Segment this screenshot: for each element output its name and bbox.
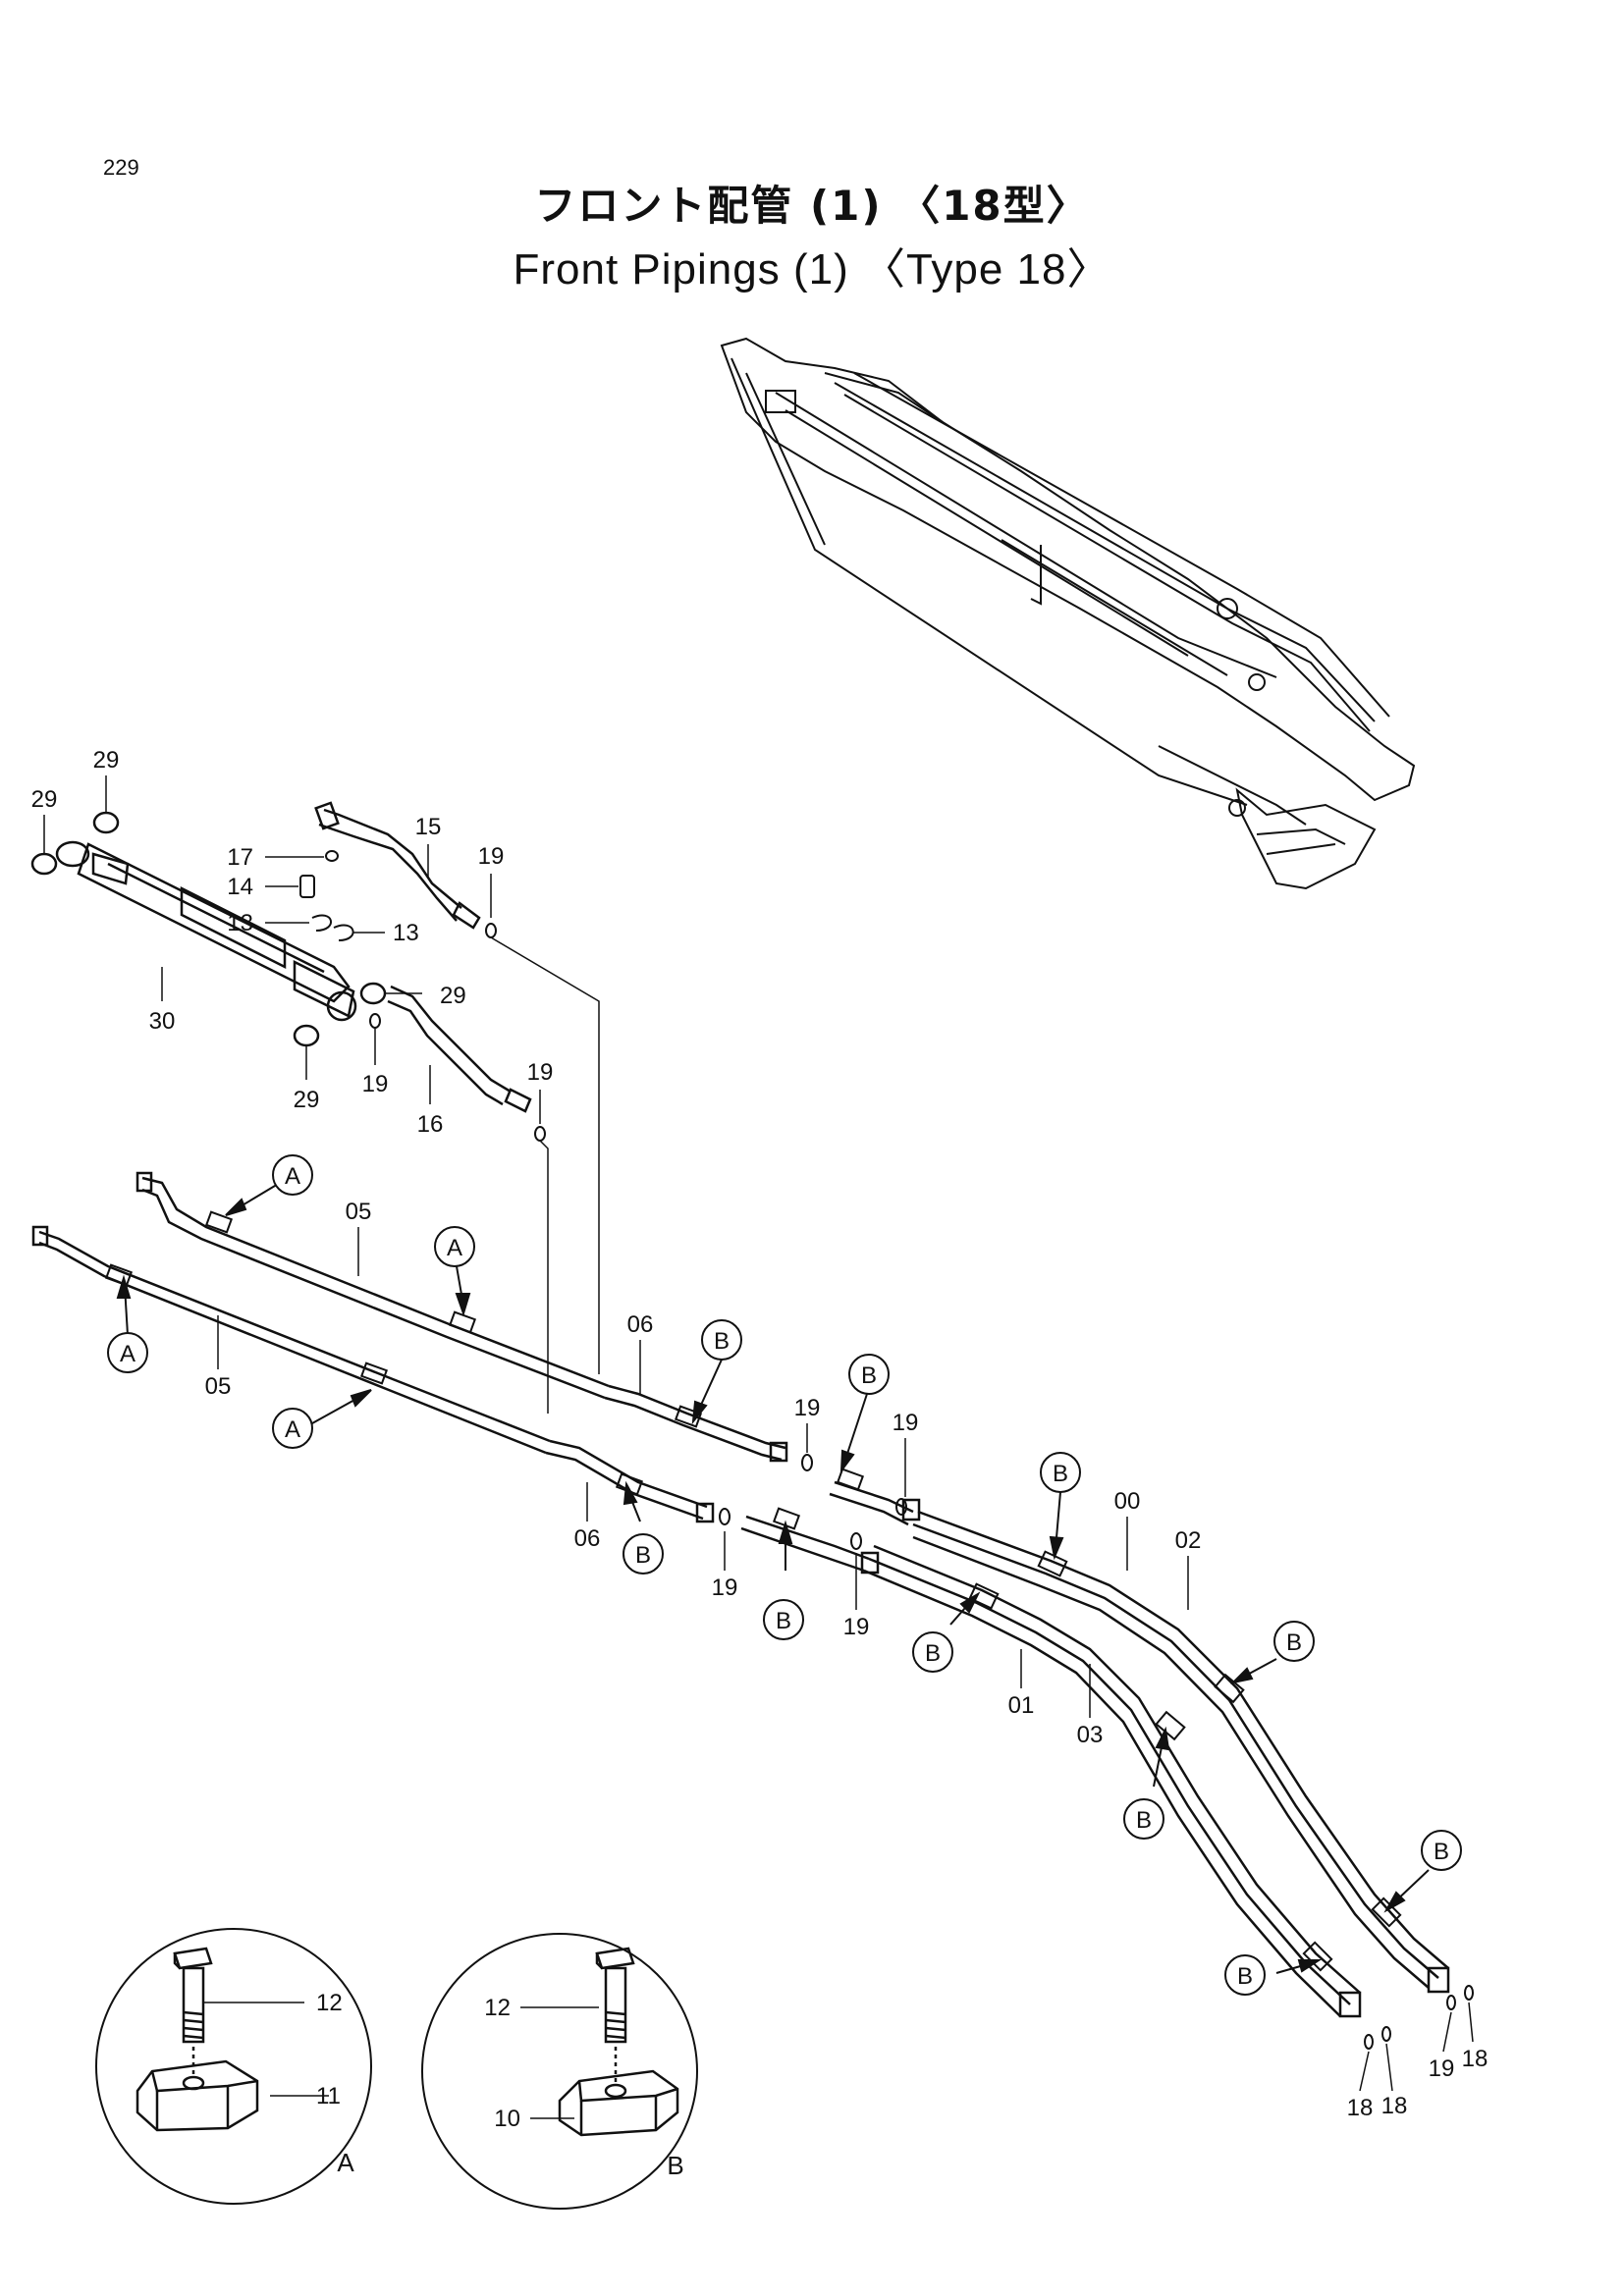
- marker-b-label: B: [776, 1608, 791, 1634]
- marker-b-label: B: [714, 1328, 730, 1355]
- callout-29: 29: [93, 747, 120, 774]
- marker-a-label: A: [285, 1163, 300, 1190]
- leader-lines: [43, 775, 1474, 2119]
- pipe-line-05-upper: [135, 1171, 610, 1400]
- marker-b: B: [1421, 1830, 1462, 1871]
- callout-14: 14: [227, 874, 253, 900]
- main-pipes-00-02: [829, 1480, 1450, 1994]
- marker-b-label: B: [1136, 1807, 1152, 1834]
- detail-a-label: A: [337, 2148, 354, 2177]
- marker-a-label: A: [285, 1416, 300, 1443]
- arm-cylinder-30: [55, 840, 357, 1022]
- callout-05: 05: [205, 1373, 232, 1400]
- end-orings-18: [1364, 1985, 1474, 2050]
- orings-19-upper: [485, 923, 546, 1142]
- callout-03: 03: [1077, 1722, 1104, 1748]
- marker-b: B: [623, 1533, 664, 1575]
- callout-12: 12: [316, 1990, 343, 2016]
- pipe-line-05-lower: [31, 1225, 551, 1455]
- marker-b-label: B: [1434, 1839, 1449, 1865]
- marker-b: B: [912, 1631, 953, 1673]
- marker-b-label: B: [1237, 1963, 1253, 1990]
- callout-18: 18: [1347, 2095, 1374, 2121]
- marker-b: B: [1040, 1452, 1081, 1493]
- clamp-plate-10: [558, 2047, 679, 2137]
- callout-17: 17: [227, 844, 253, 871]
- callout-29: 29: [440, 983, 466, 1009]
- hoses-15-16: [314, 801, 532, 1113]
- marker-a: A: [107, 1332, 148, 1373]
- callout-19: 19: [843, 1614, 870, 1640]
- callout-19: 19: [794, 1395, 821, 1421]
- callout-16: 16: [417, 1111, 444, 1138]
- callout-15: 15: [415, 814, 442, 840]
- marker-b: B: [1123, 1798, 1164, 1840]
- marker-arrows: [116, 1182, 1430, 1974]
- callout-00: 00: [1114, 1488, 1141, 1515]
- marker-b-label: B: [635, 1542, 651, 1569]
- boom-overview-illustration: [720, 337, 1416, 890]
- callout-02: 02: [1175, 1527, 1202, 1554]
- callout-29: 29: [31, 786, 58, 813]
- detail-view-b: B: [421, 1933, 698, 2210]
- callout-18: 18: [1462, 2046, 1489, 2072]
- marker-b-label: B: [1053, 1461, 1068, 1487]
- main-pipes-01-03: [740, 1515, 1362, 2018]
- marker-b-label: B: [925, 1640, 941, 1667]
- callout-30: 30: [149, 1008, 176, 1035]
- clamp-bolt-12-b: [595, 1947, 635, 2044]
- marker-a-label: A: [120, 1341, 135, 1367]
- callout-11: 11: [316, 2083, 341, 2109]
- title-japanese: フロント配管 (1) 〈18型〉: [534, 182, 1090, 230]
- orings-19-lower: [719, 1454, 907, 1550]
- callout-06: 06: [574, 1525, 601, 1552]
- marker-b-label: B: [1286, 1629, 1302, 1656]
- clamp-plate-11: [135, 2047, 259, 2132]
- marker-b: B: [848, 1354, 890, 1395]
- marker-b: B: [763, 1599, 804, 1640]
- marker-b-label: B: [861, 1362, 877, 1389]
- marker-b: B: [701, 1319, 742, 1361]
- callout-05: 05: [346, 1199, 372, 1225]
- detail-b-label: B: [667, 2151, 683, 2180]
- title-english: Front Pipings (1) 〈Type 18〉: [513, 245, 1111, 294]
- callout-06: 06: [627, 1311, 654, 1338]
- callout-13: 13: [393, 920, 419, 946]
- callout-19: 19: [712, 1575, 738, 1601]
- marker-a: A: [272, 1408, 313, 1449]
- marker-b: B: [1224, 1954, 1266, 1996]
- detail-view-a: A: [95, 1928, 372, 2205]
- marker-a: A: [434, 1226, 475, 1267]
- clamp-bolt-12-a: [173, 1947, 213, 2044]
- callout-12: 12: [484, 1995, 511, 2021]
- small-fittings-13-14-17: [299, 850, 381, 1029]
- callout-19: 19: [1429, 2056, 1455, 2082]
- callout-18: 18: [1381, 2093, 1408, 2119]
- callout-19: 19: [478, 843, 505, 870]
- marker-b: B: [1273, 1621, 1315, 1662]
- marker-a: A: [272, 1154, 313, 1196]
- marker-a-label: A: [447, 1235, 462, 1261]
- page-number: 229: [103, 155, 139, 180]
- callout-10: 10: [494, 2106, 520, 2132]
- pipe-line-06: [545, 1384, 788, 1523]
- callout-19: 19: [362, 1071, 389, 1097]
- callout-01: 01: [1008, 1692, 1035, 1719]
- callout-19: 19: [893, 1410, 919, 1436]
- callout-13: 13: [227, 910, 253, 936]
- part-callouts: 29 29 29 29 17 14 13 13 15 30 19 16 19 1…: [31, 747, 1489, 2132]
- callout-19: 19: [527, 1059, 554, 1086]
- callout-29: 29: [294, 1087, 320, 1113]
- routing-lines-from-hoses: [490, 936, 600, 1414]
